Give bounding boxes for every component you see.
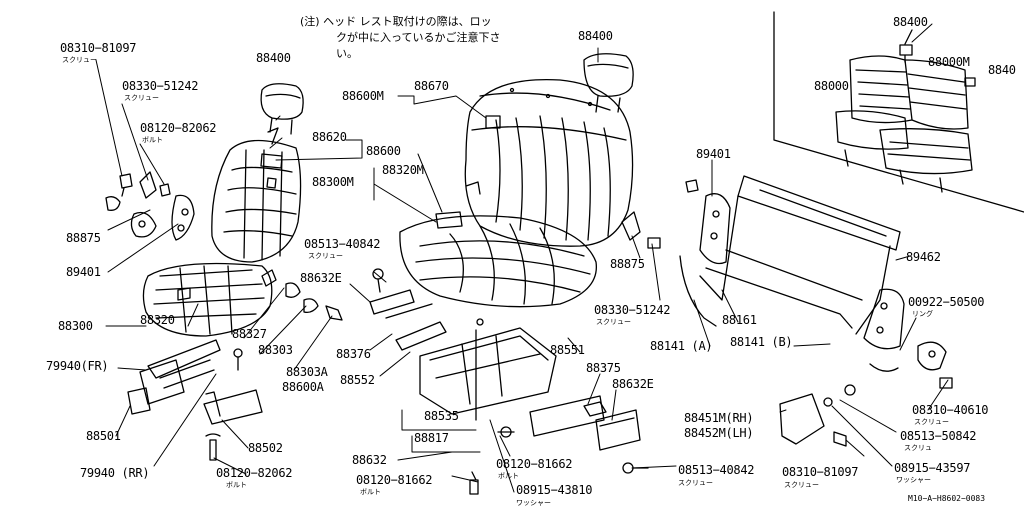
part-number-label: 08513−40842 — [678, 463, 755, 477]
part-number-label: 88400 — [893, 15, 928, 29]
part-type-label: ボルト — [226, 481, 247, 489]
part-number-label: 88327 — [232, 327, 267, 341]
diagram-code: M10−A−H8602−0083 — [908, 494, 986, 503]
part-number-label: 08310−40610 — [912, 403, 989, 417]
center-seatback — [464, 78, 634, 247]
part-number-label: 88620 — [312, 130, 347, 144]
part-number-label: 08120−82062 — [216, 466, 293, 480]
part-number-label: 88400 — [256, 51, 291, 65]
part-number-label: 88451M(RH) — [684, 411, 754, 425]
part-type-label: ボルト — [360, 488, 381, 496]
center-headrest — [583, 53, 634, 113]
left-seat-frame — [127, 339, 263, 461]
part-number-label: 88375 — [586, 361, 621, 375]
part-number-label: 08310−81097 — [782, 465, 859, 479]
part-number-label: 89401 — [66, 265, 101, 279]
part-number-label: 88501 — [86, 429, 121, 443]
right-small-parts — [779, 341, 953, 447]
part-number-label: 00922−50500 — [908, 295, 985, 309]
part-type-label: ボルト — [498, 472, 519, 480]
part-type-label: スクリュー — [596, 318, 631, 326]
inset-seat-illustration — [835, 29, 976, 193]
part-type-label: スクリュー — [678, 479, 713, 487]
part-type-label: ワッシャー — [896, 476, 931, 484]
part-number-label: 88535 — [424, 409, 459, 423]
center-seat-frame — [369, 268, 649, 495]
part-number-label: 08310−81097 — [60, 41, 137, 55]
part-number-label: 08513−50842 — [900, 429, 977, 443]
part-number-label: 88670 — [414, 79, 449, 93]
center-seat-cushion — [399, 181, 597, 308]
part-number-label: 79940 (RR) — [80, 466, 150, 480]
part-type-label: スクリュー — [784, 481, 819, 489]
part-number-label: 88000 — [814, 79, 849, 93]
part-number-label: 88161 — [722, 313, 757, 327]
part-number-label: 88303A — [286, 365, 328, 379]
part-number-label: 88551 — [550, 343, 585, 357]
part-number-label: 08120−81662 — [496, 457, 573, 471]
part-number-label: 88875 — [610, 257, 645, 271]
part-number-label: 88632E — [612, 377, 654, 391]
part-number-label: 88000M — [928, 55, 970, 69]
part-number-label: 88632E — [300, 271, 342, 285]
part-type-label: スクリュー — [124, 94, 159, 102]
part-number-label: 88400 — [578, 29, 613, 43]
part-number-label: 89401 — [696, 147, 731, 161]
part-type-label: スクリュー — [914, 418, 949, 426]
part-number-label: 88552 — [340, 373, 375, 387]
part-number-label: 08330−51242 — [122, 79, 199, 93]
left-seat-cushion — [142, 262, 277, 337]
part-number-label: 88300M — [312, 175, 354, 189]
part-number-label: 08120−82062 — [140, 121, 217, 135]
part-number-label: 08120−81662 — [356, 473, 433, 487]
part-number-label: 88600M — [342, 89, 384, 103]
part-number-label: 88141 (B) — [730, 335, 793, 349]
part-number-label: 88600A — [282, 380, 324, 394]
part-type-label: ワッシャー — [516, 499, 551, 507]
part-number-label: 88303 — [258, 343, 293, 357]
installation-note-line-3: い。 — [336, 47, 358, 60]
left-headrest — [260, 83, 304, 135]
left-hardware — [105, 171, 343, 371]
part-number-label: 88875 — [66, 231, 101, 245]
leader-lines — [95, 23, 949, 493]
part-number-label: 88817 — [414, 431, 449, 445]
part-number-label: 08513−40842 — [304, 237, 381, 251]
part-number-label: 88376 — [336, 347, 371, 361]
inset-frame — [773, 11, 1024, 213]
part-number-label: 88632 — [352, 453, 387, 467]
part-number-label: 88502 — [248, 441, 283, 455]
right-seat-frame — [621, 175, 905, 372]
part-number-label: 89462 — [906, 250, 941, 264]
part-type-label: スクリュー — [308, 252, 343, 260]
part-type-label: リング — [912, 310, 933, 318]
part-number-label: 79940(FR) — [46, 359, 109, 373]
part-type-label: スクリュー — [62, 56, 97, 64]
installation-note-line-1: (注) ヘッド レスト取付けの際は、ロッ — [300, 15, 492, 28]
part-number-label: 08915−43597 — [894, 461, 971, 475]
left-seatback — [211, 127, 302, 263]
part-number-label: 88141 (A) — [650, 339, 713, 353]
part-number-label: 88320M — [382, 163, 424, 177]
part-number-label: 88600 — [366, 144, 401, 158]
part-number-label: 8840 — [988, 63, 1016, 77]
part-number-label: 08915−43810 — [516, 483, 593, 497]
part-number-label: 88320 — [140, 313, 175, 327]
part-number-label: 88300 — [58, 319, 93, 333]
part-number-label: 08330−51242 — [594, 303, 671, 317]
installation-note-line-2: クが中に入っているかご注意下さ — [336, 31, 501, 44]
part-type-label: ボルト — [142, 136, 163, 144]
part-number-label: 88452M(LH) — [684, 426, 754, 440]
part-type-label: スクリュ — [904, 444, 932, 452]
